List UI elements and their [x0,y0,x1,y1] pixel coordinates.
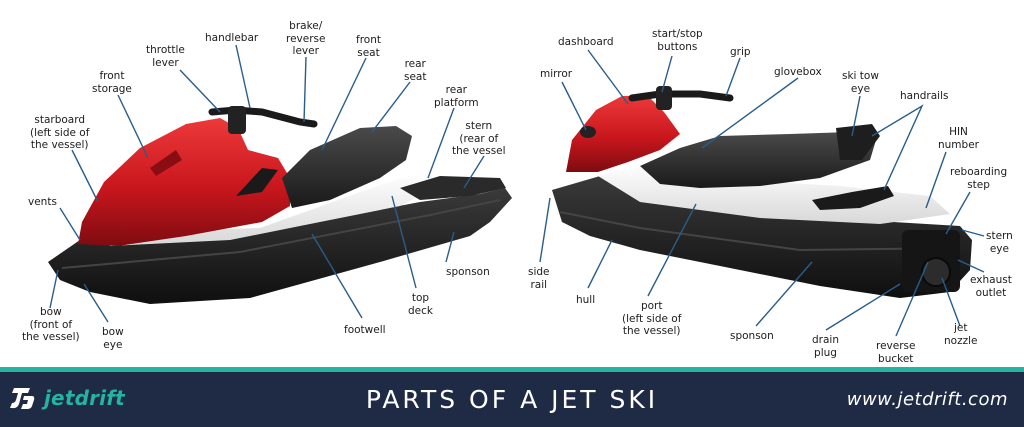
leader-handlebar [235,44,251,109]
label-grip: grip [730,46,751,58]
leader-side-rail [539,197,551,263]
leader-reverse-bucket [895,261,929,337]
leader-ski-tow-eye [851,95,861,137]
right-steering-column [656,86,672,110]
leader-bow [49,269,59,309]
leader-hull [587,239,613,289]
left-hull-stripe [61,199,501,269]
label-sponson-right: sponson [730,330,774,342]
right-hull-stripe [559,211,961,252]
right-seat [640,132,876,188]
left-hull [48,188,512,304]
leader-lines [49,44,985,337]
footer-banner: jetdrift PARTS OF A JET SKI www.jetdrift… [0,367,1024,427]
leader-bow-eye [83,283,109,323]
leader-grip [725,57,741,97]
label-vents: vents [28,196,57,208]
right-ski-tow-pylon [836,124,880,160]
label-handrails: handrails [900,90,949,102]
label-rear-seat: rear seat [404,58,427,83]
label-footwell: footwell [344,324,386,336]
label-hull: hull [576,294,596,306]
label-front-storage: front storage [92,70,132,95]
right-hull [552,176,972,298]
leader-throttle [179,69,221,113]
leader-reboarding-step [945,191,971,235]
label-dashboard: dashboard [558,36,614,48]
leader-port [647,203,697,297]
brand-name: jetdrift [44,386,125,410]
leader-sponson-left [445,231,455,263]
label-ski-tow-eye: ski tow eye [842,70,879,95]
footer-url: www.jetdrift.com [846,389,1008,410]
leader-footwell [311,233,363,319]
right-jet-nozzle-ring [921,257,951,287]
footer-title: PARTS OF A JET SKI [365,385,659,414]
right-mirror [580,126,596,138]
label-rear-platform: rear platform [434,84,479,109]
leader-vents [59,207,81,241]
leader-drain-plug [825,283,901,331]
jet-ski-illustration [48,44,985,337]
leader-stern-eye [961,229,985,237]
label-jet-nozzle: jet nozzle [944,322,978,347]
label-reboarding-step: reboarding step [950,166,1008,191]
left-red-cowl [78,118,290,246]
footer-accent-stripe [0,367,1024,372]
label-throttle-lever: throttle lever [146,44,185,69]
right-handrails [812,186,894,210]
leader-mirror [561,81,587,131]
leader-starboard [71,149,99,203]
left-seat [282,126,412,208]
leader-front-seat [321,57,367,151]
label-port: port (left side of the vessel) [622,300,682,337]
leader-front-storage [117,94,149,159]
label-front-seat: front seat [356,34,381,59]
jetdrift-logo-icon [10,388,35,409]
label-bow: bow (front of the vessel) [22,306,80,343]
label-stern: stern (rear of the vessel [452,120,506,157]
leader-rear-seat [371,81,411,133]
left-jet-ski [48,106,512,304]
left-steering-column [228,106,246,134]
label-brake-reverse-lever: brake/ reverse lever [286,20,326,57]
label-start-stop-buttons: start/stop buttons [652,28,703,53]
label-handlebar: handlebar [205,32,259,44]
left-vents [236,168,278,196]
leader-jet-nozzle [941,277,961,327]
label-top-deck: top deck [408,292,433,317]
leader-handrails [871,104,924,191]
leader-hin [925,151,947,209]
leader-exhaust [957,259,985,273]
label-sponson-left: sponson [446,266,490,278]
label-side-rail: side rail [528,266,550,291]
label-bow-eye: bow eye [102,326,124,351]
leader-top-deck [391,195,417,289]
leader-start-stop [661,55,673,93]
label-starboard: starboard (left side of the vessel) [30,114,90,151]
label-glovebox: glovebox [774,66,822,78]
right-handlebar [628,90,734,102]
label-stern-eye: stern eye [986,230,1013,255]
leader-sponson-right [755,261,813,327]
leader-stern [463,155,485,189]
leader-rear-platform [427,107,455,179]
label-drain-plug: drain plug [812,334,839,359]
left-rear-platform [400,176,506,200]
left-handlebar [208,106,318,128]
left-storage-lid [150,150,182,176]
label-mirror: mirror [540,68,573,80]
leader-brake-lever [303,56,307,123]
leader-dashboard [587,49,629,105]
right-red-cowl [566,96,680,172]
brand-logo: jetdrift [8,383,125,413]
label-hin-number: HIN number [938,126,979,151]
label-reverse-bucket: reverse bucket [876,340,916,365]
label-exhaust-outlet: exhaust outlet [970,274,1012,299]
right-jet-ski [552,86,972,298]
leader-glovebox [701,77,799,149]
